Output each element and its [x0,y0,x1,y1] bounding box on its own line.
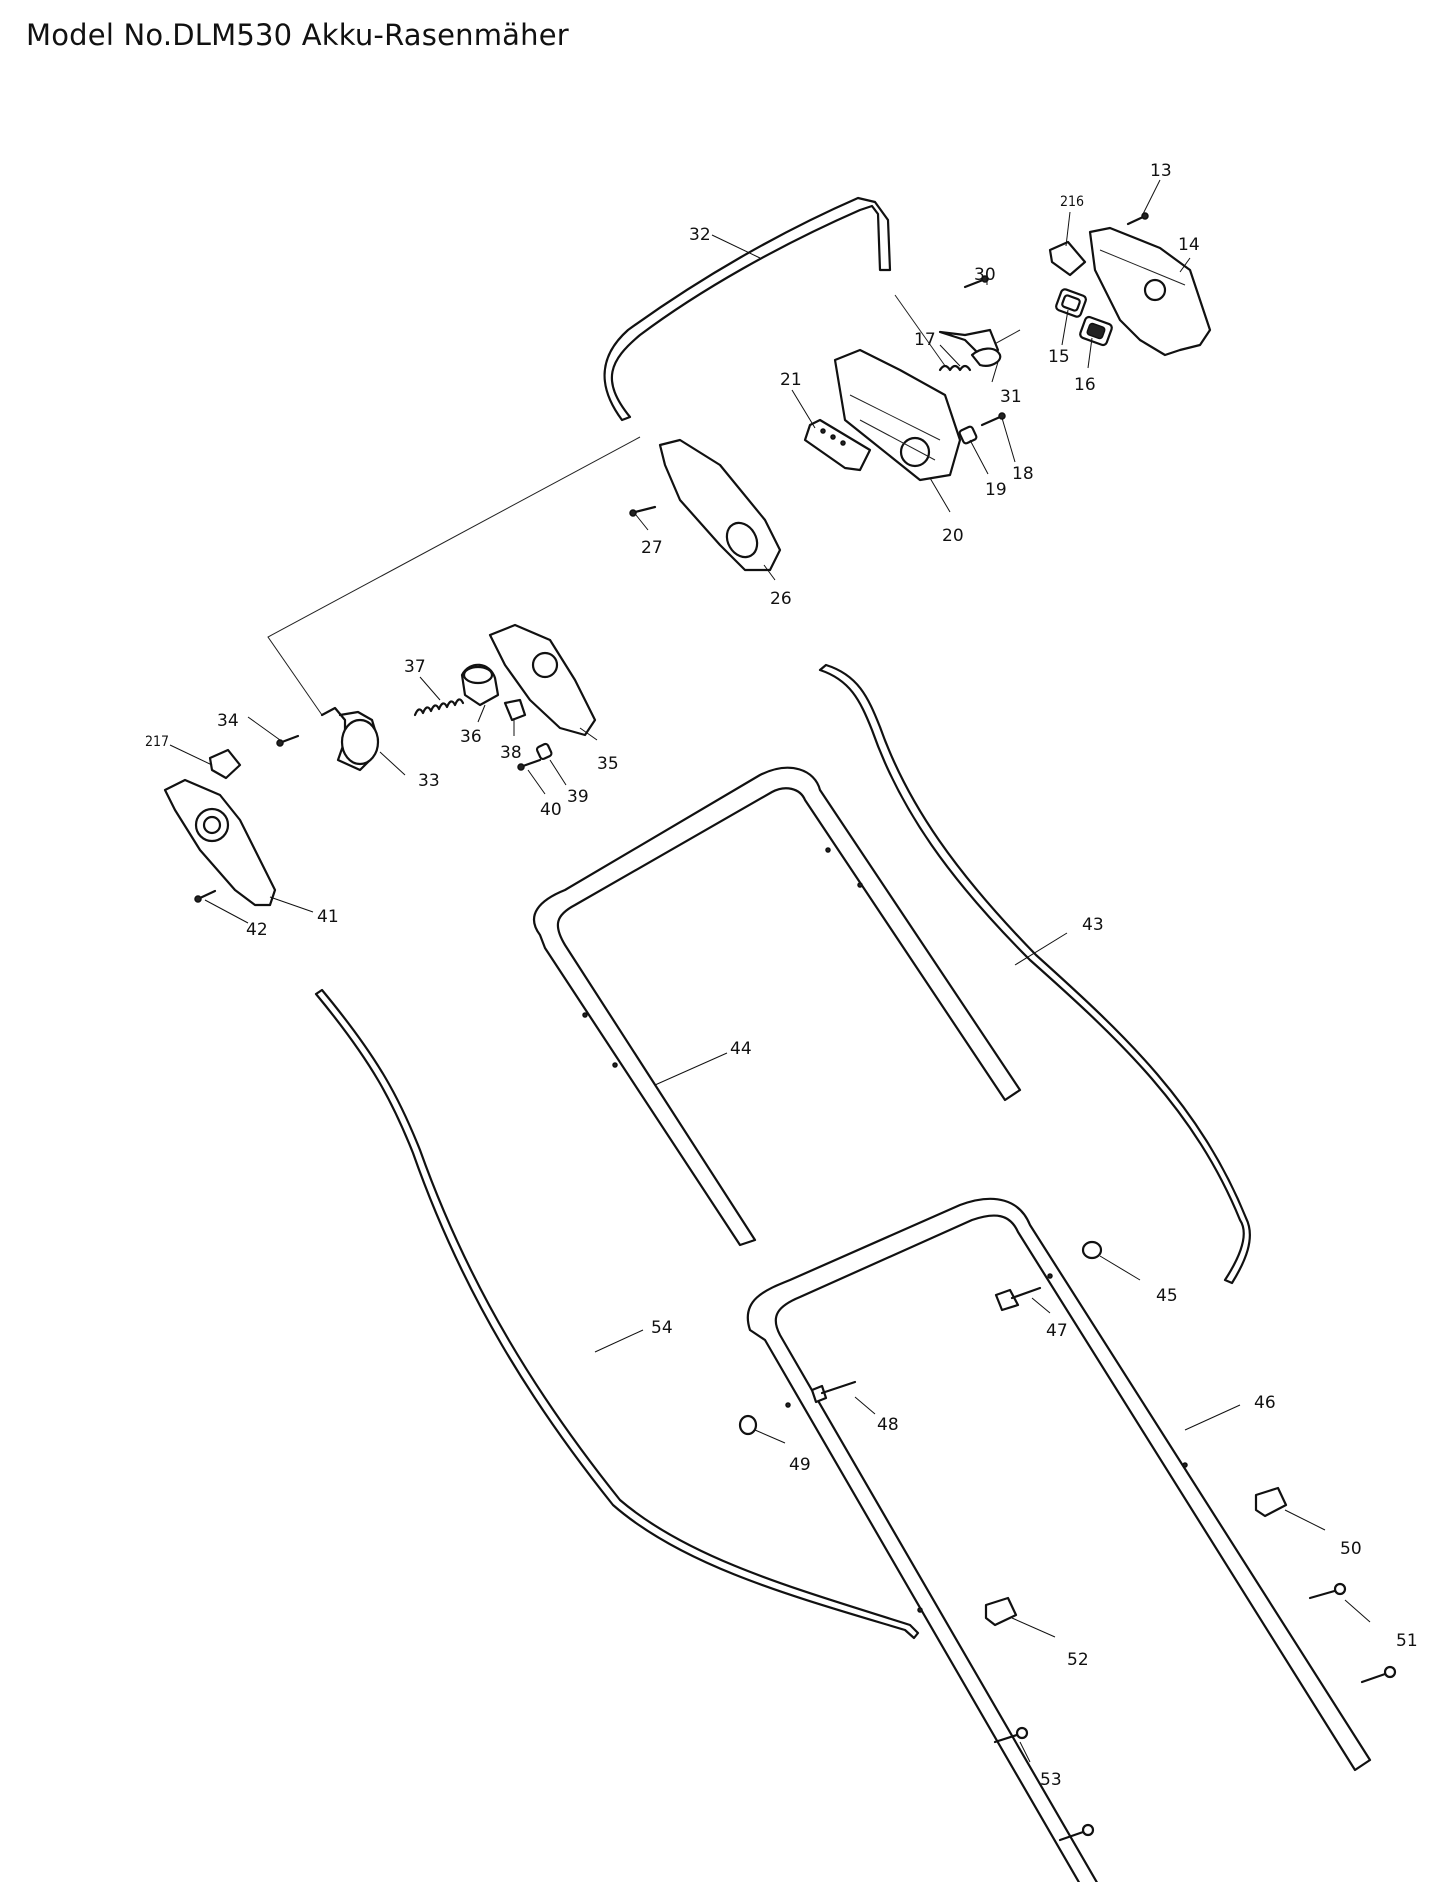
part-19-nut[interactable] [958,425,978,445]
label-13: 13 [1150,161,1172,181]
leader-lines [169,179,1371,1763]
part-32-bail-wire[interactable] [603,196,892,422]
label-19: 19 [985,480,1007,500]
part-41-grip-housing[interactable] [163,778,277,907]
label-34: 34 [217,711,239,731]
label-50: 50 [1340,1539,1362,1559]
label-216: 216 [1060,194,1084,210]
part-26-cover[interactable] [658,438,782,572]
label-52: 52 [1067,1650,1089,1670]
label-32: 32 [689,225,711,245]
part-27-screw[interactable] [629,505,657,517]
part-46-lower-handle[interactable] [746,1197,1372,1882]
label-40: 40 [540,800,562,820]
label-42: 42 [246,920,268,940]
label-49: 49 [789,1455,811,1475]
label-41: 41 [317,907,339,927]
label-46: 46 [1254,1393,1276,1413]
part-21-pad[interactable] [803,418,872,472]
label-36: 36 [460,727,482,747]
label-14: 14 [1178,235,1200,255]
part-49-nut[interactable] [738,1414,758,1436]
label-30: 30 [974,265,996,285]
part-20-housing[interactable] [833,348,962,482]
part-15-button[interactable] [1055,288,1087,318]
label-47: 47 [1046,1321,1068,1341]
reference-line [267,436,641,716]
part-50-clip[interactable] [1254,1486,1288,1518]
label-31: 31 [1000,387,1022,407]
part-54-cable[interactable] [314,988,920,1640]
label-38: 38 [500,743,522,763]
part-31-lever[interactable] [938,328,1002,367]
part-33-collar[interactable] [320,706,380,772]
label-37: 37 [404,657,426,677]
part-36-knob[interactable] [460,663,500,707]
part-18-screw[interactable] [980,412,1006,427]
part-39-nut[interactable] [535,742,553,760]
label-18: 18 [1012,464,1034,484]
part-52-clip[interactable] [984,1596,1018,1627]
label-33: 33 [418,771,440,791]
part-37-spring[interactable] [413,698,465,717]
label-217: 217 [145,734,169,750]
label-26: 26 [770,589,792,609]
label-35: 35 [597,754,619,774]
label-21: 21 [780,370,802,390]
part-16-button[interactable] [1079,315,1113,347]
reference-line [894,294,949,371]
part-35-housing[interactable] [488,623,597,737]
page-title: Model No.DLM530 Akku-Rasenmäher [26,18,569,52]
label-45: 45 [1156,1286,1178,1306]
label-15: 15 [1048,347,1070,367]
part-48-bolt[interactable] [810,1380,857,1404]
part-38-clip[interactable] [503,698,527,722]
part-14-grip-housing[interactable] [1088,226,1212,357]
part-17-spring[interactable] [938,364,972,372]
part-labels: 13 216 14 30 32 17 15 16 31 21 18 19 20 … [145,161,1418,1790]
label-20: 20 [942,526,964,546]
label-44: 44 [730,1039,752,1059]
part-45-nut[interactable] [1081,1240,1103,1260]
part-13-screw[interactable] [1126,212,1149,226]
part-47-knob-bolt[interactable] [994,1286,1042,1312]
part-42-screw[interactable] [194,889,217,903]
part-53-screw[interactable] [993,1726,1095,1842]
label-39: 39 [567,787,589,807]
label-54: 54 [651,1318,673,1338]
part-216-cap[interactable] [1048,240,1087,277]
label-27: 27 [641,538,663,558]
label-51: 51 [1396,1631,1418,1651]
part-51-screw[interactable] [1308,1582,1397,1684]
label-43: 43 [1082,915,1104,935]
part-217-cap[interactable] [208,748,242,780]
label-16: 16 [1074,375,1096,395]
label-17: 17 [914,330,936,350]
part-34-screw[interactable] [276,734,300,747]
part-43-cable[interactable] [818,663,1251,1285]
label-53: 53 [1040,1770,1062,1790]
part-44-upper-handle[interactable] [533,766,1022,1247]
label-48: 48 [877,1415,899,1435]
part-40-screw[interactable] [517,758,542,771]
